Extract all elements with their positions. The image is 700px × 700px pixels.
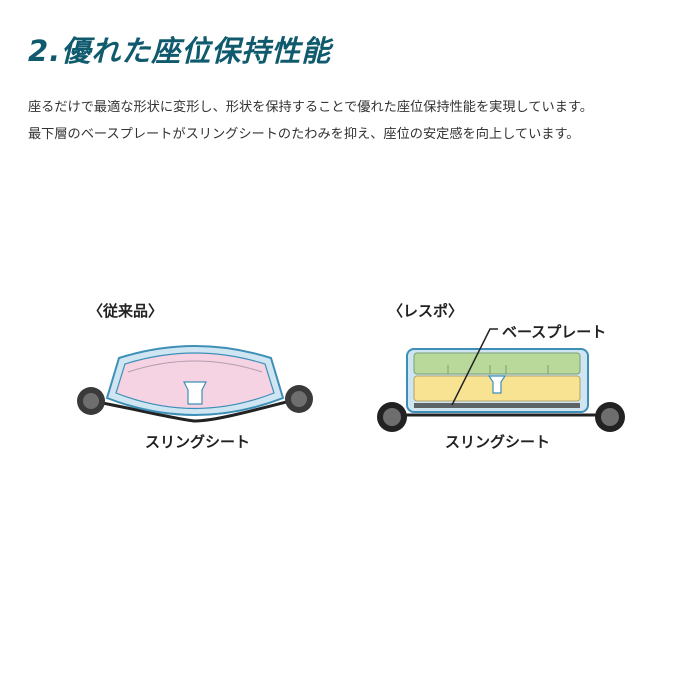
resupo-sling-label: スリングシート (445, 433, 550, 451)
description-line-2: 最下層のベースプレートがスリングシートのたわみを抑え、座位の安定感を向上していま… (28, 127, 580, 142)
conventional-product: 〈従来品〉 スリングシート (77, 302, 313, 451)
resupo-green-foam-dividers (447, 365, 549, 374)
page-title: 2.優れた座位保持性能 (28, 34, 332, 68)
resupo-label: 〈レスポ〉 (388, 302, 463, 320)
description-line-1: 座るだけで最適な形状に変形し、形状を保持することで優れた座位保持性能を実現してい… (28, 100, 593, 115)
resupo-product: 〈レスポ〉 ベースプレート スリングシート (377, 302, 625, 451)
conventional-pink-foam (115, 352, 275, 410)
conventional-sling-seat (91, 397, 299, 423)
resupo-green-foam (413, 352, 581, 375)
conventional-right-wheel (285, 385, 313, 413)
resupo-center-notch (487, 375, 507, 394)
resupo-left-wheel (377, 402, 407, 432)
resupo-base-plate (414, 403, 580, 408)
conventional-center-notch (183, 381, 207, 405)
resupo-right-wheel (595, 402, 625, 432)
conventional-foam-contour (127, 360, 263, 373)
description: 座るだけで最適な形状に変形し、形状を保持することで優れた座位保持性能を実現してい… (28, 94, 678, 148)
conventional-sling-label: スリングシート (145, 433, 250, 451)
conventional-label: 〈従来品〉 (88, 302, 163, 320)
base-plate-label: ベースプレート (502, 323, 606, 341)
base-plate-leader-line (451, 328, 498, 406)
conventional-left-wheel (77, 387, 105, 415)
